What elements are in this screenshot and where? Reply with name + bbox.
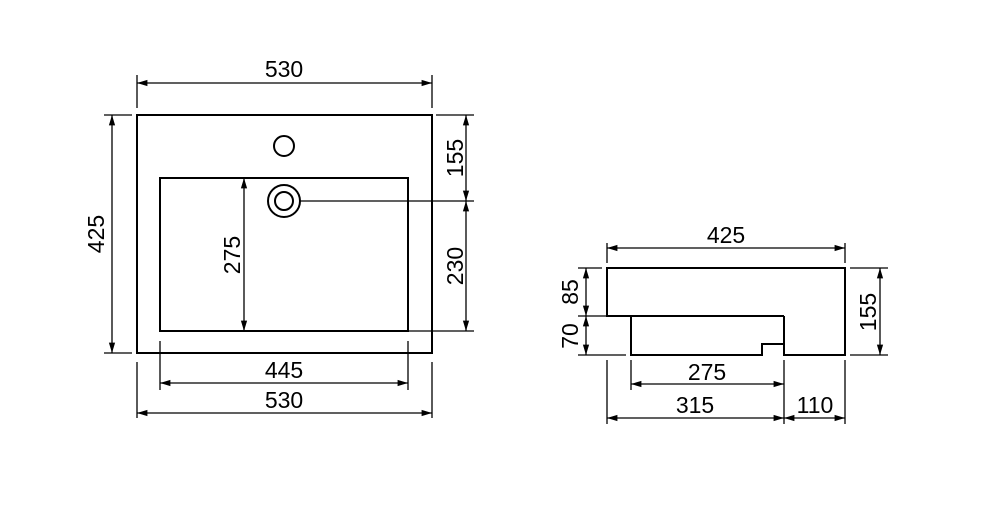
dim-bowl-depth-label: 275 — [219, 236, 245, 274]
dim-rear-length-label: 110 — [797, 392, 834, 418]
dim-side-depth-label: 425 — [707, 222, 745, 248]
basin-outline — [136, 114, 433, 354]
drain-inner — [274, 191, 294, 211]
dim-width-bottom-label: 530 — [265, 387, 303, 413]
dim-width-top-label: 530 — [265, 56, 303, 82]
dim-bowl-length-label: 275 — [688, 359, 726, 385]
dim-tap-offset: 155 — [300, 114, 474, 202]
top-view: 530 425 155 230 275 — [83, 56, 474, 418]
dim-drain-offset: 230 — [245, 201, 474, 332]
dim-width-bottom: 530 — [136, 362, 433, 418]
dim-bowl-width: 445 — [159, 341, 409, 390]
drain-outer — [267, 184, 301, 218]
dim-rear-length: 110 — [784, 360, 846, 424]
dim-bowl-height: 70 — [557, 316, 626, 356]
dim-bowl-depth: 275 — [219, 178, 248, 331]
dim-total-height: 155 — [850, 267, 888, 356]
side-profile — [606, 267, 846, 356]
dim-top-thickness-label: 85 — [557, 279, 583, 305]
dim-front-length: 315 — [606, 360, 785, 424]
dim-depth: 425 — [83, 114, 132, 354]
dim-top-thickness: 85 — [557, 267, 626, 317]
tap-hole — [273, 135, 295, 157]
dim-front-length-label: 315 — [676, 392, 714, 418]
dim-bowl-length: 275 — [630, 359, 785, 390]
dim-drain-offset-label: 230 — [442, 247, 468, 285]
dim-side-depth: 425 — [606, 222, 846, 263]
dim-width-top: 530 — [136, 56, 433, 108]
dim-bowl-width-label: 445 — [265, 357, 303, 383]
dim-depth-label: 425 — [83, 215, 109, 253]
dim-tap-offset-label: 155 — [442, 139, 468, 177]
dim-total-height-label: 155 — [855, 293, 881, 331]
side-view: 425 85 70 155 275 — [557, 222, 888, 424]
dim-bowl-height-label: 70 — [557, 323, 583, 349]
